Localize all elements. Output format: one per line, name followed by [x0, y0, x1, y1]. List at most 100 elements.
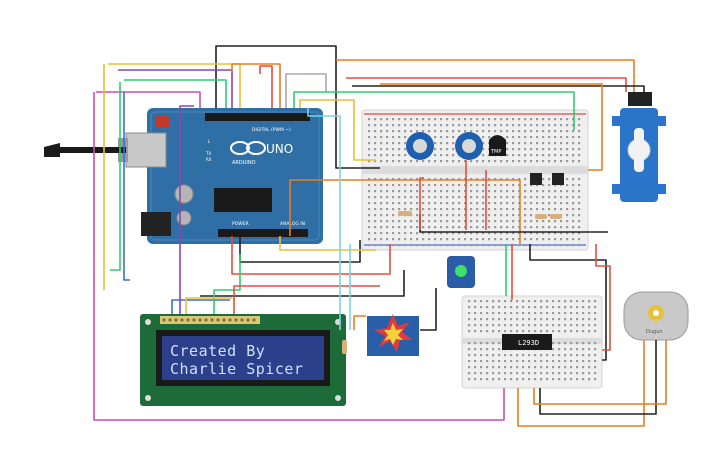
breadboard-hole: [560, 202, 563, 205]
breadboard-hole: [422, 220, 425, 223]
breadboard-hole: [578, 130, 581, 133]
breadboard-hole: [428, 244, 431, 247]
breadboard-hole: [452, 130, 455, 133]
breadboard-hole: [564, 360, 567, 363]
breadboard-hole: [554, 184, 557, 187]
breadboard-hole: [500, 124, 503, 127]
resistor: [535, 214, 547, 219]
potentiometer-1[interactable]: [406, 132, 434, 160]
breadboard-hole: [510, 378, 513, 381]
breadboard-hole: [512, 238, 515, 241]
breadboard-hole: [554, 160, 557, 163]
breadboard-hole: [560, 226, 563, 229]
lcd-pin: [222, 318, 226, 322]
breadboard-hole: [488, 208, 491, 211]
breadboard-hole: [452, 184, 455, 187]
breadboard-hole: [386, 148, 389, 151]
breadboard-hole: [494, 124, 497, 127]
breadboard-hole: [588, 366, 591, 369]
breadboard-hole: [374, 136, 377, 139]
breadboard-hole: [428, 232, 431, 235]
breadboard-hole: [486, 366, 489, 369]
breadboard-hole: [548, 124, 551, 127]
breadboard-hole: [518, 190, 521, 193]
reset-button[interactable]: [155, 116, 169, 128]
rf-module: [367, 314, 419, 356]
breadboard-hole: [398, 136, 401, 139]
breadboard-hole: [368, 154, 371, 157]
breadboard-hole: [572, 190, 575, 193]
breadboard-hole: [380, 232, 383, 235]
breadboard-hole: [524, 232, 527, 235]
breadboard-hole: [392, 226, 395, 229]
breadboard-hole: [542, 154, 545, 157]
breadboard-hole: [516, 354, 519, 357]
breadboard-hole: [518, 154, 521, 157]
breadboard-hole: [536, 142, 539, 145]
breadboard-hole: [548, 214, 551, 217]
breadboard-hole: [428, 190, 431, 193]
breadboard-hole: [542, 226, 545, 229]
breadboard-hole: [518, 238, 521, 241]
breadboard-hole: [440, 160, 443, 163]
breadboard-hole: [504, 330, 507, 333]
breadboard-hole: [528, 324, 531, 327]
breadboard-hole: [536, 226, 539, 229]
l-label: L: [208, 139, 211, 144]
breadboard-hole: [524, 190, 527, 193]
breadboard-hole: [570, 366, 573, 369]
breadboard-hole: [474, 342, 477, 345]
breadboard-hole: [534, 318, 537, 321]
push-button-1[interactable]: [530, 173, 542, 185]
breadboard-hole: [452, 190, 455, 193]
breadboard-hole: [440, 202, 443, 205]
breadboard-hole: [560, 142, 563, 145]
breadboard-hole: [548, 154, 551, 157]
breadboard-hole: [554, 136, 557, 139]
breadboard-hole: [386, 196, 389, 199]
breadboard-hole: [492, 324, 495, 327]
breadboard-hole: [458, 124, 461, 127]
breadboard-hole: [410, 178, 413, 181]
breadboard-hole: [480, 348, 483, 351]
breadboard-hole: [536, 148, 539, 151]
breadboard-hole: [524, 238, 527, 241]
breadboard-hole: [528, 312, 531, 315]
breadboard-hole: [504, 360, 507, 363]
lcd-pin-header: [162, 318, 256, 322]
lcd-pin: [204, 318, 208, 322]
breadboard-hole: [558, 330, 561, 333]
breadboard-hole: [572, 196, 575, 199]
breadboard-hole: [398, 184, 401, 187]
breadboard-hole: [494, 238, 497, 241]
breadboard-hole: [482, 202, 485, 205]
breadboard-hole: [410, 190, 413, 193]
breadboard-hole: [458, 214, 461, 217]
breadboard-hole: [452, 160, 455, 163]
breadboard-hole: [518, 196, 521, 199]
breadboard-hole: [530, 148, 533, 151]
breadboard-hole: [578, 220, 581, 223]
push-button-2[interactable]: [552, 173, 564, 185]
breadboard-hole: [542, 196, 545, 199]
breadboard-hole: [566, 130, 569, 133]
breadboard-hole: [440, 226, 443, 229]
breadboard-hole: [468, 324, 471, 327]
breadboard-hole: [468, 366, 471, 369]
breadboard-hole: [498, 360, 501, 363]
breadboard-hole: [380, 154, 383, 157]
breadboard-hole: [560, 184, 563, 187]
lcd-module: Created By Charlie Spicer: [140, 314, 346, 406]
breadboard-hole: [386, 190, 389, 193]
breadboard-hole: [570, 348, 573, 351]
breadboard-hole: [512, 244, 515, 247]
breadboard-hole: [488, 244, 491, 247]
breadboard-hole: [578, 202, 581, 205]
breadboard-hole: [410, 226, 413, 229]
breadboard-hole: [452, 214, 455, 217]
potentiometer-2[interactable]: [455, 132, 483, 160]
breadboard-hole: [452, 178, 455, 181]
breadboard-hole: [470, 160, 473, 163]
breadboard-hole: [522, 330, 525, 333]
breadboard-hole: [542, 130, 545, 133]
